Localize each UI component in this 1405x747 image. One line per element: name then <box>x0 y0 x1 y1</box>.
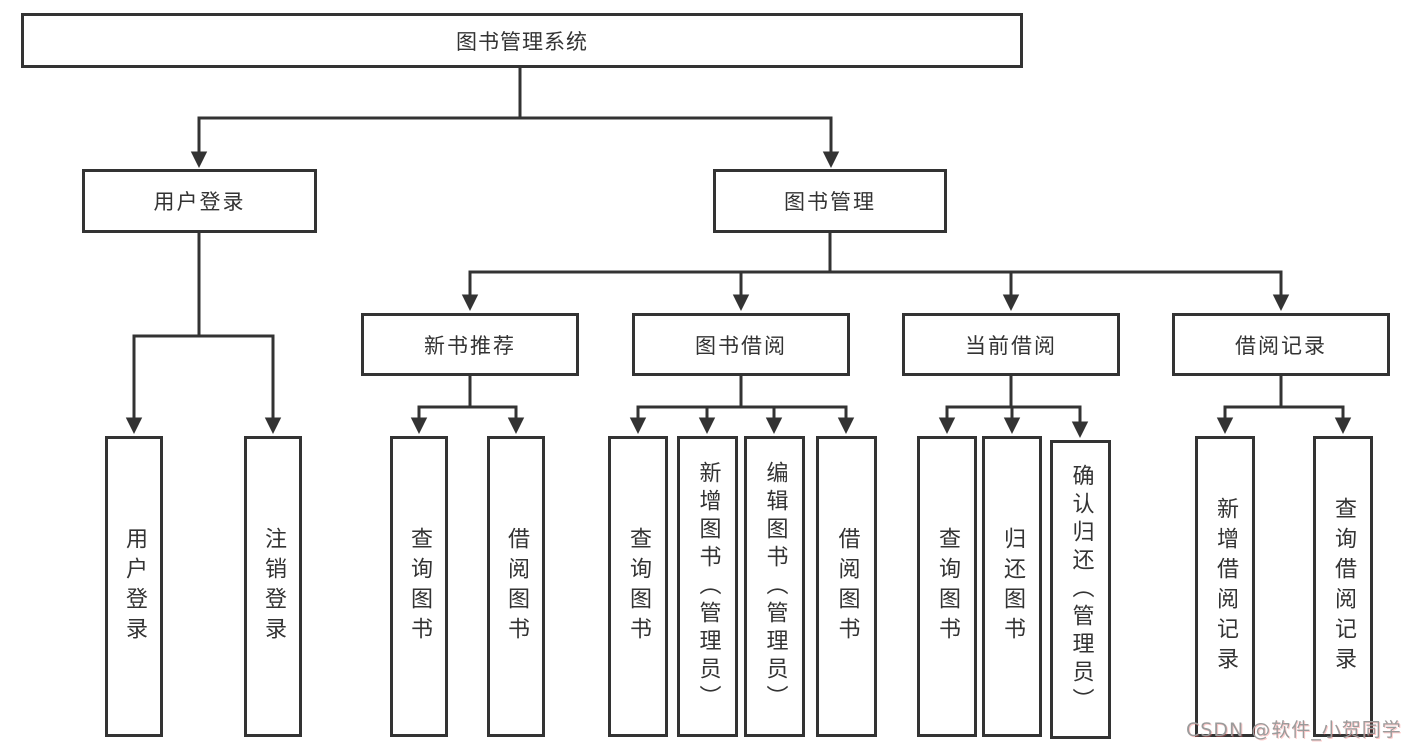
node-current-label: 当前借阅 <box>965 333 1057 358</box>
leaf-label: 查询图书 <box>935 526 960 647</box>
leaf-label: 借阅图书 <box>834 526 860 647</box>
node-record: 借阅记录 <box>1172 313 1390 376</box>
leaf-label: 确认归还（管理员） <box>1068 463 1094 716</box>
leaf-user-logout: 注销登录 <box>244 436 302 737</box>
leaf-label: 注销登录 <box>261 526 286 647</box>
leaf-label: 新增借阅记录 <box>1213 496 1238 677</box>
node-new-book: 新书推荐 <box>361 313 579 376</box>
leaf-label: 新增图书（管理员） <box>695 460 721 713</box>
leaf-label: 归还图书 <box>1000 526 1025 647</box>
node-borrow-label: 图书借阅 <box>695 333 787 358</box>
node-user-login: 用户登录 <box>82 169 317 233</box>
node-book-mgmt: 图书管理 <box>713 169 947 233</box>
leaf-borrow-edit-admin: 编辑图书（管理员） <box>744 436 805 737</box>
leaf-label: 查询图书 <box>626 526 651 647</box>
leaf-borrow-add-admin: 新增图书（管理员） <box>677 436 738 737</box>
leaf-current-return: 归还图书 <box>982 436 1042 737</box>
leaf-label: 用户登录 <box>122 526 147 647</box>
node-root: 图书管理系统 <box>21 13 1023 68</box>
leaf-record-add: 新增借阅记录 <box>1195 436 1255 737</box>
node-book-mgmt-label: 图书管理 <box>784 190 876 214</box>
leaf-newbook-query: 查询图书 <box>390 436 448 737</box>
leaf-label: 借阅图书 <box>504 526 529 647</box>
leaf-newbook-borrow: 借阅图书 <box>487 436 545 737</box>
leaf-current-confirm-admin: 确认归还（管理员） <box>1050 440 1111 739</box>
leaf-record-query: 查询借阅记录 <box>1313 436 1373 737</box>
node-record-label: 借阅记录 <box>1235 333 1327 358</box>
csdn-watermark: CSDN @软件_小贺同学 <box>1186 719 1402 741</box>
leaf-label: 查询图书 <box>407 526 432 647</box>
node-new-book-label: 新书推荐 <box>424 333 516 358</box>
node-current: 当前借阅 <box>902 313 1120 376</box>
leaf-borrow-query: 查询图书 <box>608 436 668 737</box>
leaf-label: 编辑图书（管理员） <box>762 460 788 713</box>
leaf-current-query: 查询图书 <box>917 436 977 737</box>
node-user-login-label: 用户登录 <box>153 190 246 214</box>
leaf-user-login-1: 用户登录 <box>105 436 163 737</box>
node-borrow: 图书借阅 <box>632 313 850 376</box>
leaf-label: 查询借阅记录 <box>1331 496 1356 677</box>
node-root-label: 图书管理系统 <box>456 29 588 54</box>
leaf-borrow-borrow: 借阅图书 <box>816 436 877 737</box>
